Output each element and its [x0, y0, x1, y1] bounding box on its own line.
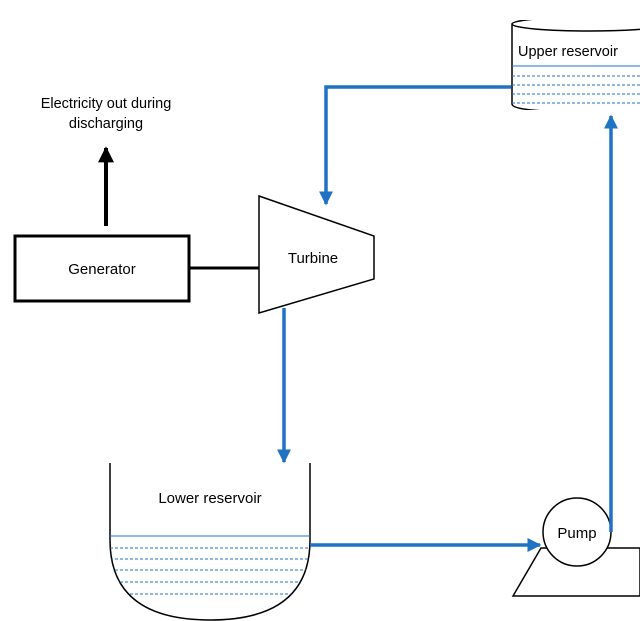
- turbine: Turbine: [258, 194, 375, 315]
- turbine-label: Turbine: [288, 250, 338, 267]
- generator-label: Generator: [68, 261, 136, 278]
- electricity-out-label-line1: Electricity out during: [41, 96, 172, 112]
- upper-reservoir-label: Upper reservoir: [518, 44, 618, 60]
- upper-reservoir: [511, 20, 640, 110]
- flow-upper-to-turbine-arrow: [319, 85, 511, 206]
- generator-box: Generator: [13, 234, 191, 303]
- lower-reservoir: Lower reservoir: [109, 463, 311, 621]
- pump-label: Pump: [557, 525, 596, 542]
- electricity-out-label-line2: discharging: [69, 116, 143, 132]
- pump: Pump: [511, 497, 640, 597]
- lower-reservoir-label: Lower reservoir: [158, 490, 261, 507]
